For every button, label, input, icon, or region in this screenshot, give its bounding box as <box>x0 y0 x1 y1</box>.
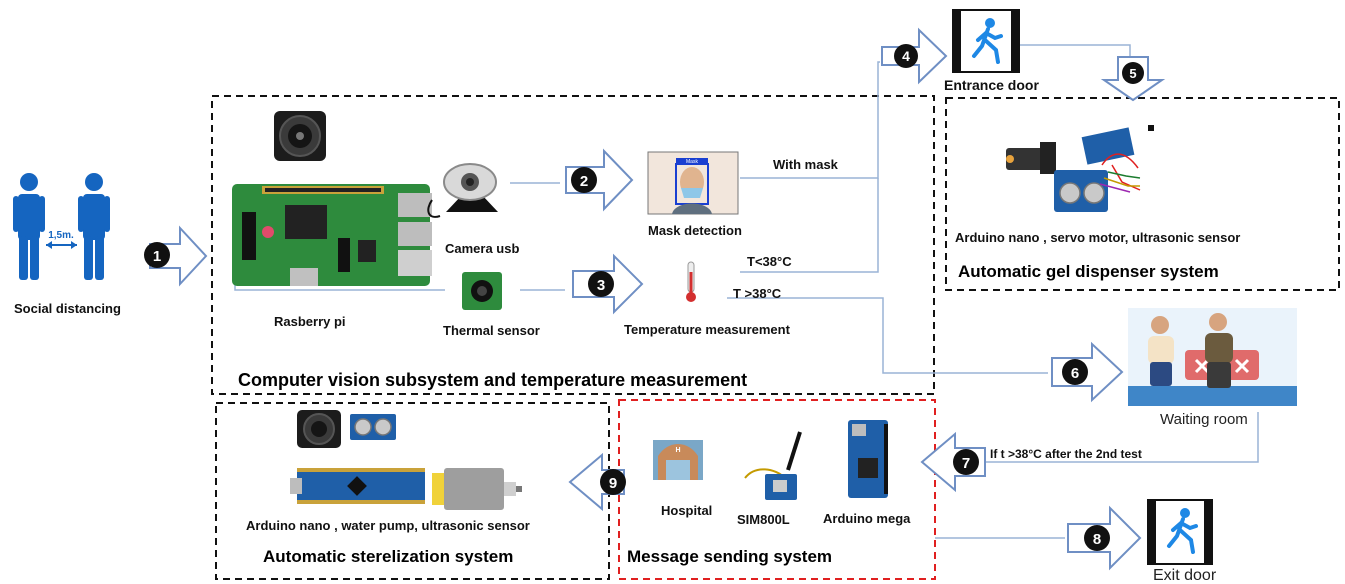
sim800l-module-icon <box>744 431 802 500</box>
step-badge-5: 5 <box>1122 62 1144 84</box>
step-badge-3: 3 <box>588 271 614 297</box>
step-badge-9: 9 <box>600 469 626 495</box>
step-badges: 1 2 3 4 5 6 7 8 9 <box>144 44 1144 551</box>
sim800l-label: SIM800L <box>737 512 790 527</box>
gel-dispenser-title: Automatic gel dispenser system <box>958 262 1219 281</box>
t-low-label: T<38°C <box>747 254 792 269</box>
svg-text:6: 6 <box>1071 365 1079 382</box>
exit-door-label: Exit door <box>1153 567 1217 584</box>
distance-label: 1,5m. <box>48 230 74 241</box>
thermal-sensor-icon <box>462 272 502 310</box>
social-distancing-label: Social distancing <box>14 301 121 316</box>
hospital-label: Hospital <box>661 503 712 518</box>
svg-text:1: 1 <box>153 248 161 265</box>
social-distancing-people-icon <box>13 173 110 280</box>
person-icon-right <box>78 173 110 280</box>
step-badge-7: 7 <box>953 449 979 475</box>
gel-components-label: Arduino nano , servo motor, ultrasonic s… <box>955 230 1240 245</box>
mask-tag-label: Mask <box>686 159 698 165</box>
svg-text:2: 2 <box>580 173 588 190</box>
gel-dispenser-components-icon <box>1006 125 1154 212</box>
arduino-nano-icon <box>290 468 425 504</box>
person-icon-left <box>13 173 45 280</box>
waiting-room-image <box>1128 308 1297 406</box>
entrance-door-icon <box>952 9 1020 73</box>
usb-camera-icon <box>427 163 498 218</box>
arrow-2 <box>565 148 634 212</box>
message-sending-title: Message sending system <box>627 547 832 566</box>
cv-subsystem-box <box>211 95 935 395</box>
exit-door-icon <box>1147 499 1213 565</box>
svg-text:7: 7 <box>962 455 970 472</box>
mask-detection-label: Mask detection <box>648 223 742 238</box>
svg-text:H: H <box>675 447 680 454</box>
svg-text:9: 9 <box>609 475 617 492</box>
arduino-mega-icon <box>848 420 888 498</box>
cv-subsystem-title: Computer vision subsystem and temperatur… <box>238 370 747 390</box>
mask-detection-image: Mask <box>647 151 739 215</box>
raspberry-pi-board-icon <box>232 184 432 286</box>
thermal-sensor-label: Thermal sensor <box>443 323 540 338</box>
step-badge-8: 8 <box>1084 525 1110 551</box>
arduino-mega-label: Arduino mega <box>823 511 911 526</box>
svg-text:4: 4 <box>902 48 910 64</box>
sterilization-title: Automatic sterelization system <box>263 547 513 566</box>
temperature-measurement-label: Temperature measurement <box>624 322 791 337</box>
gel-dispenser-box <box>945 97 1340 291</box>
step-badge-4: 4 <box>894 44 918 68</box>
sterilization-components-label: Arduino nano , water pump, ultrasonic se… <box>246 518 530 533</box>
svg-text:8: 8 <box>1093 531 1101 548</box>
thermometer-icon <box>686 261 696 302</box>
camera-label: Camera usb <box>445 241 519 256</box>
arrow-1 <box>149 225 208 287</box>
raspberry-pi-label: Rasberry pi <box>274 314 346 329</box>
hospital-image: H <box>653 440 703 480</box>
step-badge-2: 2 <box>571 167 597 193</box>
retest-condition-label: If t >38°C after the 2nd test <box>990 447 1142 461</box>
water-pump-icon <box>432 468 522 510</box>
svg-text:5: 5 <box>1129 66 1136 81</box>
speaker-icon <box>274 111 326 161</box>
t-high-label: T >38°C <box>733 286 782 301</box>
step-badge-6: 6 <box>1062 359 1088 385</box>
arrow-9 <box>568 452 625 512</box>
waiting-room-label: Waiting room <box>1160 411 1248 428</box>
with-mask-label: With mask <box>773 157 839 172</box>
step-badge-1: 1 <box>144 242 170 268</box>
speaker-icon-small <box>297 410 341 448</box>
ultrasonic-sensor-icon <box>350 414 396 440</box>
svg-text:3: 3 <box>597 277 605 294</box>
entrance-door-label: Entrance door <box>944 77 1039 93</box>
